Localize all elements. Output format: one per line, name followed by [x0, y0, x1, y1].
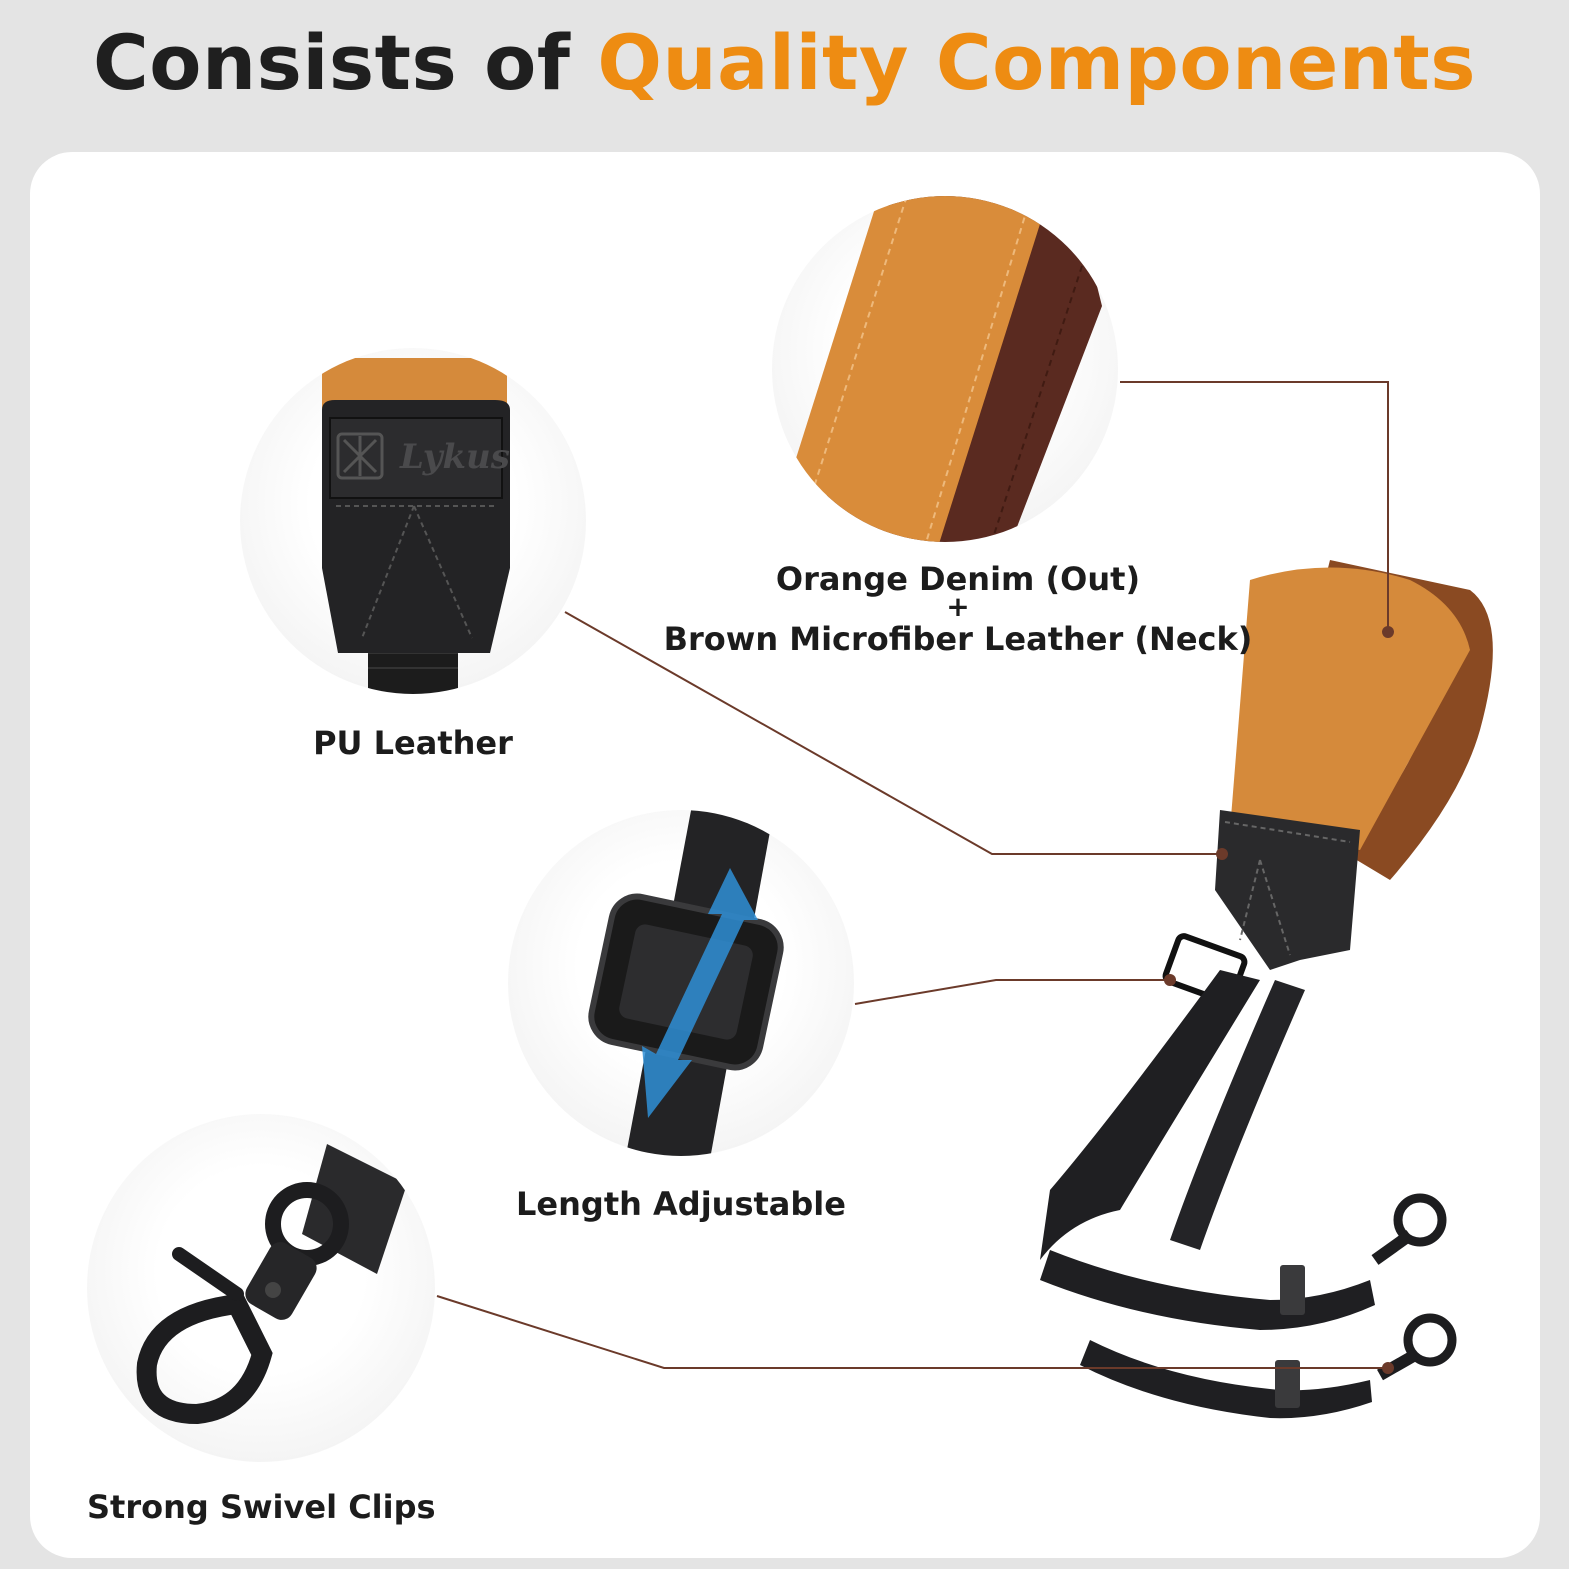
adjust-arrow-icon: [642, 868, 758, 1118]
pu-leather-label: PU Leather: [313, 724, 513, 762]
buckle-illustration: [588, 810, 784, 1156]
fabric-label-line1: Orange Denim (Out): [775, 560, 1141, 598]
fabric-label-plus: +: [946, 590, 970, 623]
swivel-clip-illustration: [136, 1144, 407, 1425]
lykus-logo-icon: [336, 432, 384, 480]
page-title: Consists of Quality Components: [0, 18, 1569, 107]
swivel-clips-label: Strong Swivel Clips: [87, 1488, 436, 1526]
length-adjustable-label: Length Adjustable: [516, 1185, 846, 1223]
fabric-illustration: [772, 196, 1102, 542]
full-strap-illustration: [1040, 560, 1493, 1419]
pu-leather-detail-circle: Lykus: [240, 348, 586, 694]
length-adjust-detail-circle: [508, 810, 854, 1156]
title-prefix: Consists of: [93, 18, 571, 107]
fabric-detail-circle: [772, 196, 1118, 542]
fabric-label-line2: Brown Microfiber Leather (Neck): [663, 620, 1253, 658]
brand-emboss-text: Lykus: [399, 437, 510, 477]
clips-detail-circle: [87, 1114, 435, 1462]
title-accent: Quality Components: [597, 18, 1476, 107]
pu-leather-illustration: Lykus: [322, 358, 510, 694]
